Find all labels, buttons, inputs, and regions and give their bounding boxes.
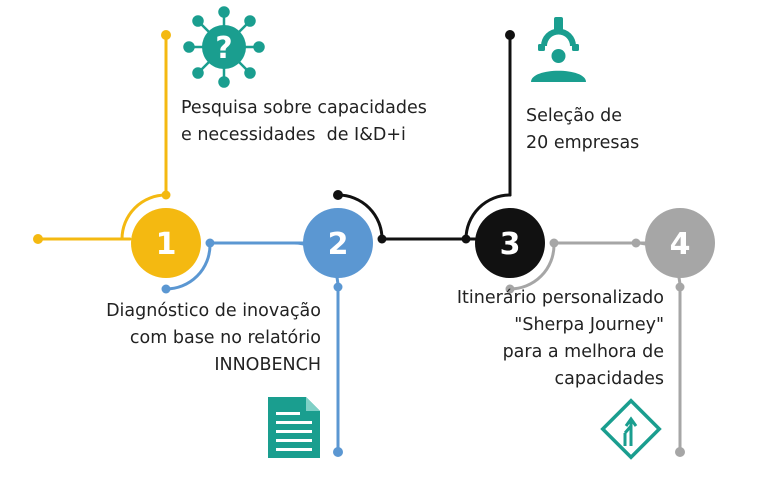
step-2-dot-right [333, 282, 343, 292]
step-3-text: Seleção de 20 empresas [526, 103, 639, 157]
step-4-circle: 4 [645, 208, 715, 278]
step-4-line-3: para a melhora de [502, 342, 664, 362]
step-3-line-2: 20 empresas [526, 133, 640, 153]
step-4-line-4: capacidades [554, 369, 665, 389]
step-1-circle: 1 [131, 208, 201, 278]
step-3-dot-junction [377, 234, 387, 244]
step-3-dot-left [333, 190, 343, 200]
question-network-icon: ? [183, 6, 265, 88]
step-2-number: 2 [328, 227, 349, 262]
step-2-dot-bottom [333, 447, 343, 457]
step-2-line-2: com base no relatório [129, 328, 321, 348]
step-1-line-2: e necessidades de I&D+i [181, 125, 406, 145]
step-4-dot-left [505, 284, 515, 294]
step-2-dot-left [161, 284, 171, 294]
step-1-dot-junction [161, 190, 171, 200]
step-4-dot-right-b [675, 282, 685, 292]
svg-text:?: ? [215, 31, 232, 66]
step-2-circle: 2 [303, 208, 373, 278]
step-4-text: Itinerário personalizado "Sherpa Journey… [457, 285, 664, 393]
step-3-circle: 3 [475, 208, 545, 278]
document-icon [268, 397, 320, 458]
step-3-dot-right [461, 234, 471, 244]
step-3-connectors [336, 33, 512, 241]
step-2-line-1: Diagnóstico de inovação [106, 301, 321, 321]
step-4-dot-junction [549, 238, 559, 248]
step-2-line-3: INNOBENCH [214, 355, 321, 375]
step-4-line-2: "Sherpa Journey" [514, 315, 664, 335]
step-4-line-1: Itinerário personalizado [456, 288, 664, 308]
step-1-text: Pesquisa sobre capacidades e necessidade… [181, 95, 427, 149]
step-1-connectors [36, 33, 168, 241]
step-4-number: 4 [670, 227, 691, 262]
road-merge-sign-icon [600, 398, 662, 460]
step-4-dot-right [631, 238, 641, 248]
step-1-dot-left [33, 234, 43, 244]
step-1-dot-top [161, 30, 171, 40]
robot-arm-icon [531, 17, 586, 82]
step-1-line-1: Pesquisa sobre capacidades [181, 98, 427, 118]
step-3-line-1: Seleção de [526, 106, 622, 126]
step-3-dot-top [505, 30, 515, 40]
step-2-dot-junction [205, 238, 215, 248]
step-3-number: 3 [500, 227, 521, 262]
step-2-text: Diagnóstico de inovação com base no rela… [106, 298, 321, 379]
step-1-number: 1 [156, 227, 177, 262]
step-4-dot-bottom [675, 447, 685, 457]
